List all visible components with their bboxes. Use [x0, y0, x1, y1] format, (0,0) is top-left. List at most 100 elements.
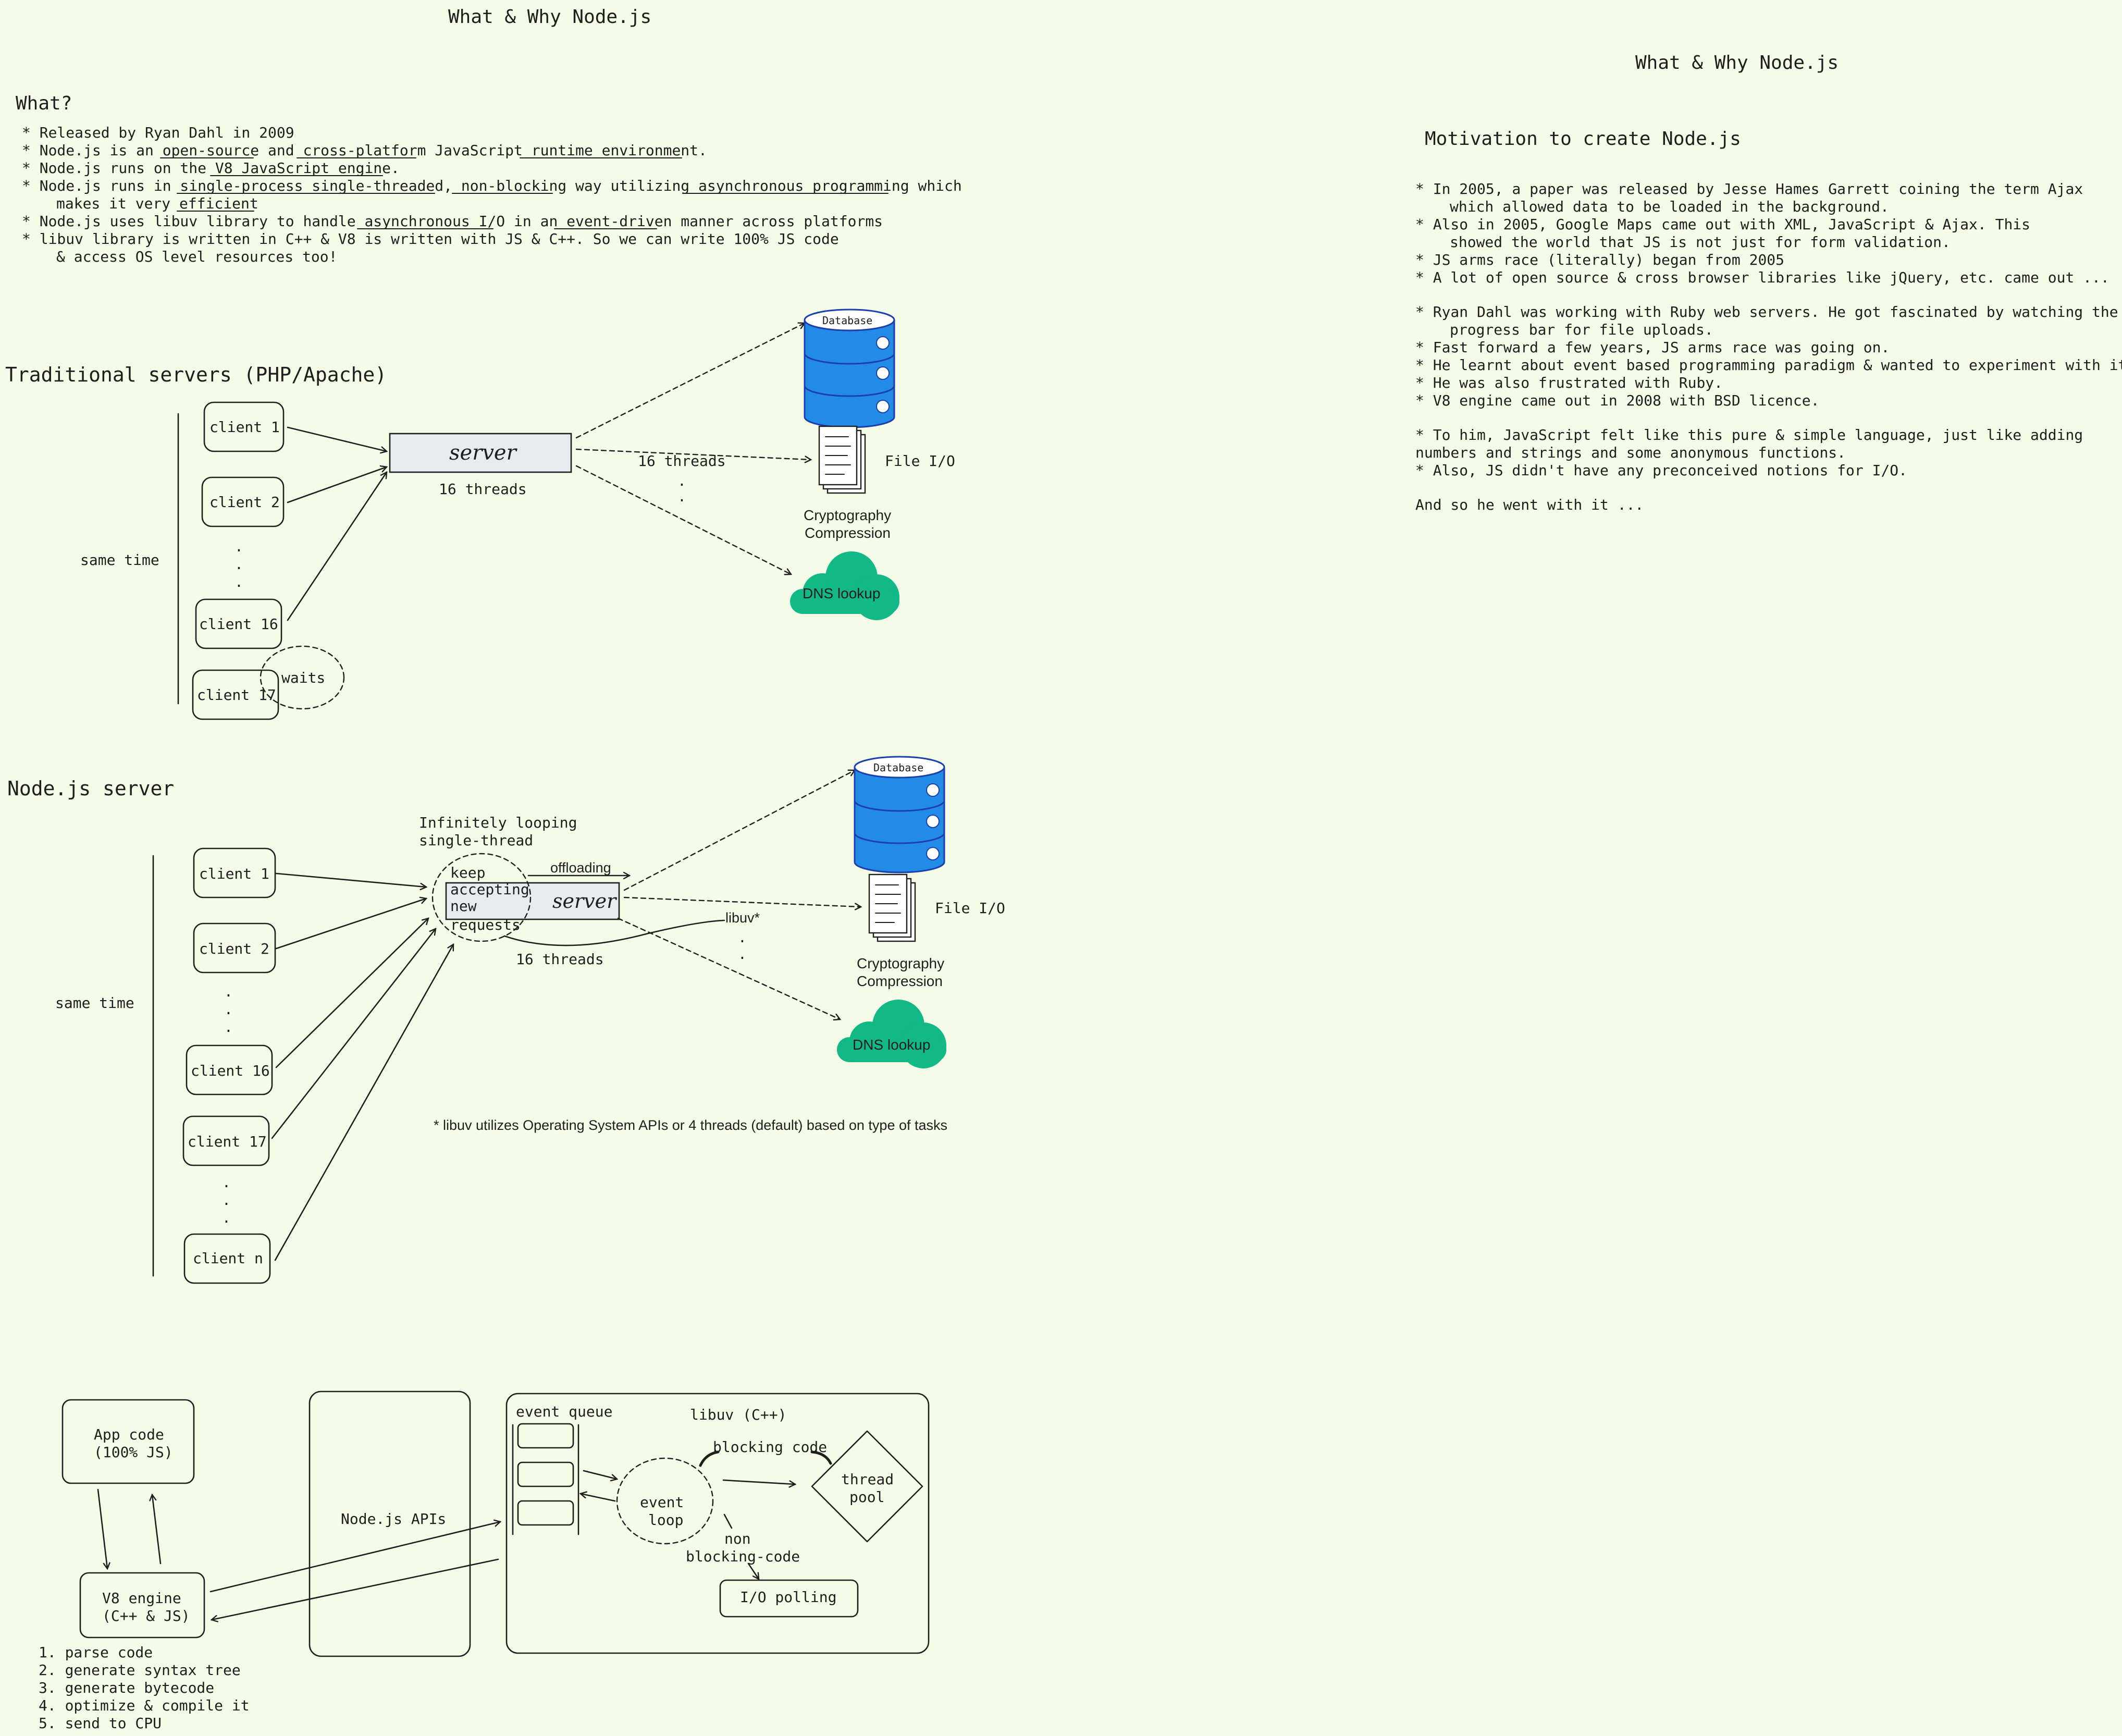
- libuv-curve: [503, 919, 725, 946]
- client-box: [183, 1233, 271, 1284]
- dots: .: [235, 556, 243, 573]
- server-label: server: [449, 441, 518, 465]
- what-line: makes it very efficient: [56, 195, 258, 212]
- dots: .: [738, 945, 747, 963]
- motivation-line: which allowed data to be loaded in the b…: [1450, 198, 1889, 215]
- motivation-line: * JS arms race (literally) began from 20…: [1415, 251, 1784, 268]
- dashed-arrow: [623, 896, 861, 907]
- motivation-line: * He was also frustrated with Ruby.: [1415, 374, 1723, 391]
- what-heading: What?: [16, 93, 72, 114]
- what-line: * Node.js runs on the V8 JavaScript engi…: [22, 159, 400, 177]
- cloud-icon: [837, 1000, 946, 1068]
- database-label: Database: [822, 314, 872, 327]
- dashed-arrow: [575, 448, 811, 460]
- dashed-arrow: [617, 917, 840, 1019]
- client-label: client 2: [209, 494, 280, 511]
- arrow: [212, 1558, 499, 1620]
- v8-engine-box: [79, 1572, 205, 1639]
- client-box: [193, 847, 276, 898]
- client-label: client n: [193, 1250, 263, 1267]
- client-label: client 16: [199, 615, 278, 633]
- motivation-line: * Ryan Dahl was working with Ruby web se…: [1415, 303, 2118, 321]
- client-label: client 17: [197, 686, 276, 704]
- event-loop-ellipse: [431, 853, 532, 942]
- blocking-stroke: [810, 1450, 832, 1465]
- arrow: [97, 1488, 107, 1569]
- threads-label: 16 threads: [516, 951, 604, 968]
- threads-label: 16 threads: [638, 452, 726, 470]
- client-box: [203, 401, 285, 452]
- io-polling-box: [719, 1579, 859, 1618]
- non-blocking-label: blocking-code: [686, 1548, 800, 1565]
- v8-label: (C++ & JS): [102, 1607, 190, 1624]
- arrow: [287, 472, 387, 621]
- dots: .: [235, 538, 243, 555]
- motivation-heading: Motivation to create Node.js: [1425, 128, 1741, 150]
- compression-label: Compression: [857, 973, 943, 989]
- keep-label: accepting: [450, 881, 529, 898]
- dashed-arrow: [575, 465, 791, 574]
- file-io-label: File I/O: [935, 900, 1005, 917]
- blocking-label: blocking code: [713, 1438, 827, 1456]
- thread-pool-diamond: [811, 1430, 923, 1543]
- what-line: * libuv library is written in C++ & V8 i…: [22, 230, 839, 248]
- what-underlines: [160, 157, 889, 229]
- app-code-label: App code: [94, 1426, 164, 1443]
- client-box: [192, 669, 279, 720]
- arrow: [747, 1562, 759, 1579]
- event-queue-label: event queue: [516, 1403, 612, 1420]
- motivation-line: * To him, JavaScript felt like this pure…: [1415, 426, 2083, 444]
- traditional-diagram: Traditional servers (PHP/Apache) same ti…: [5, 309, 955, 720]
- dots: .: [235, 573, 243, 590]
- what-line: * Node.js runs in single-process single-…: [22, 177, 962, 194]
- waits-ellipse: [260, 645, 345, 710]
- threads-label: 16 threads: [439, 481, 527, 498]
- nodejs-diagram: Node.js server same time client 1 client…: [7, 756, 1005, 1284]
- libuv-box: [505, 1393, 930, 1654]
- client-box: [193, 922, 276, 974]
- motivation-line: And so he went with it ...: [1415, 496, 1644, 513]
- dots: .: [677, 472, 686, 489]
- keep-label: requests: [450, 916, 521, 933]
- step-item: 3. generate bytecode: [39, 1679, 214, 1696]
- architecture-diagram: App code (100% JS) V8 engine (C++ & JS) …: [39, 1390, 930, 1732]
- what-line: & access OS level resources too!: [56, 248, 337, 265]
- arrow: [583, 1470, 617, 1479]
- looping-label: Infinitely looping: [419, 814, 577, 831]
- io-polling-label: I/O polling: [740, 1589, 836, 1606]
- file-io-label: File I/O: [885, 452, 955, 470]
- what-line: * Node.js uses libuv library to handle a…: [22, 213, 883, 230]
- server-box: [389, 433, 572, 473]
- what-section: What? * Released by Ryan Dahl in 2009 * …: [16, 93, 962, 265]
- dots: .: [224, 1001, 233, 1018]
- motivation-line: numbers and strings and some anonymous f…: [1415, 444, 1846, 461]
- dashed-arrow: [575, 323, 805, 439]
- dashed-arrow: [623, 770, 855, 891]
- keep-label: new: [450, 897, 477, 915]
- dots: .: [222, 1209, 231, 1226]
- thread-pool-label: pool: [849, 1488, 884, 1506]
- step-item: 5. send to CPU: [39, 1715, 162, 1732]
- thread-pool-label: thread: [841, 1471, 894, 1488]
- keep-label: keep: [450, 864, 485, 881]
- file-icon: [868, 873, 916, 942]
- client-label: client 1: [209, 418, 280, 436]
- app-code-box: [61, 1399, 195, 1484]
- arrow: [271, 929, 436, 1139]
- dns-label: DNS lookup: [803, 585, 880, 601]
- client-label: client 1: [199, 865, 269, 882]
- file-icon: [818, 425, 866, 494]
- arrow: [287, 426, 387, 451]
- client-label: client 17: [188, 1133, 267, 1150]
- motivation-line: * Also, JS didn't have any preconceived …: [1415, 462, 1907, 479]
- crypto-label: Cryptography: [857, 955, 944, 971]
- arrow: [209, 1522, 500, 1593]
- what-line: * Released by Ryan Dahl in 2009: [22, 124, 294, 141]
- queue-slot: [517, 1461, 574, 1487]
- v8-label: V8 engine: [102, 1590, 181, 1607]
- motivation-line: * In 2005, a paper was released by Jesse…: [1415, 180, 2083, 198]
- client-label: client 16: [191, 1062, 270, 1079]
- database-icon: [804, 309, 895, 428]
- queue-slot: [517, 1500, 574, 1526]
